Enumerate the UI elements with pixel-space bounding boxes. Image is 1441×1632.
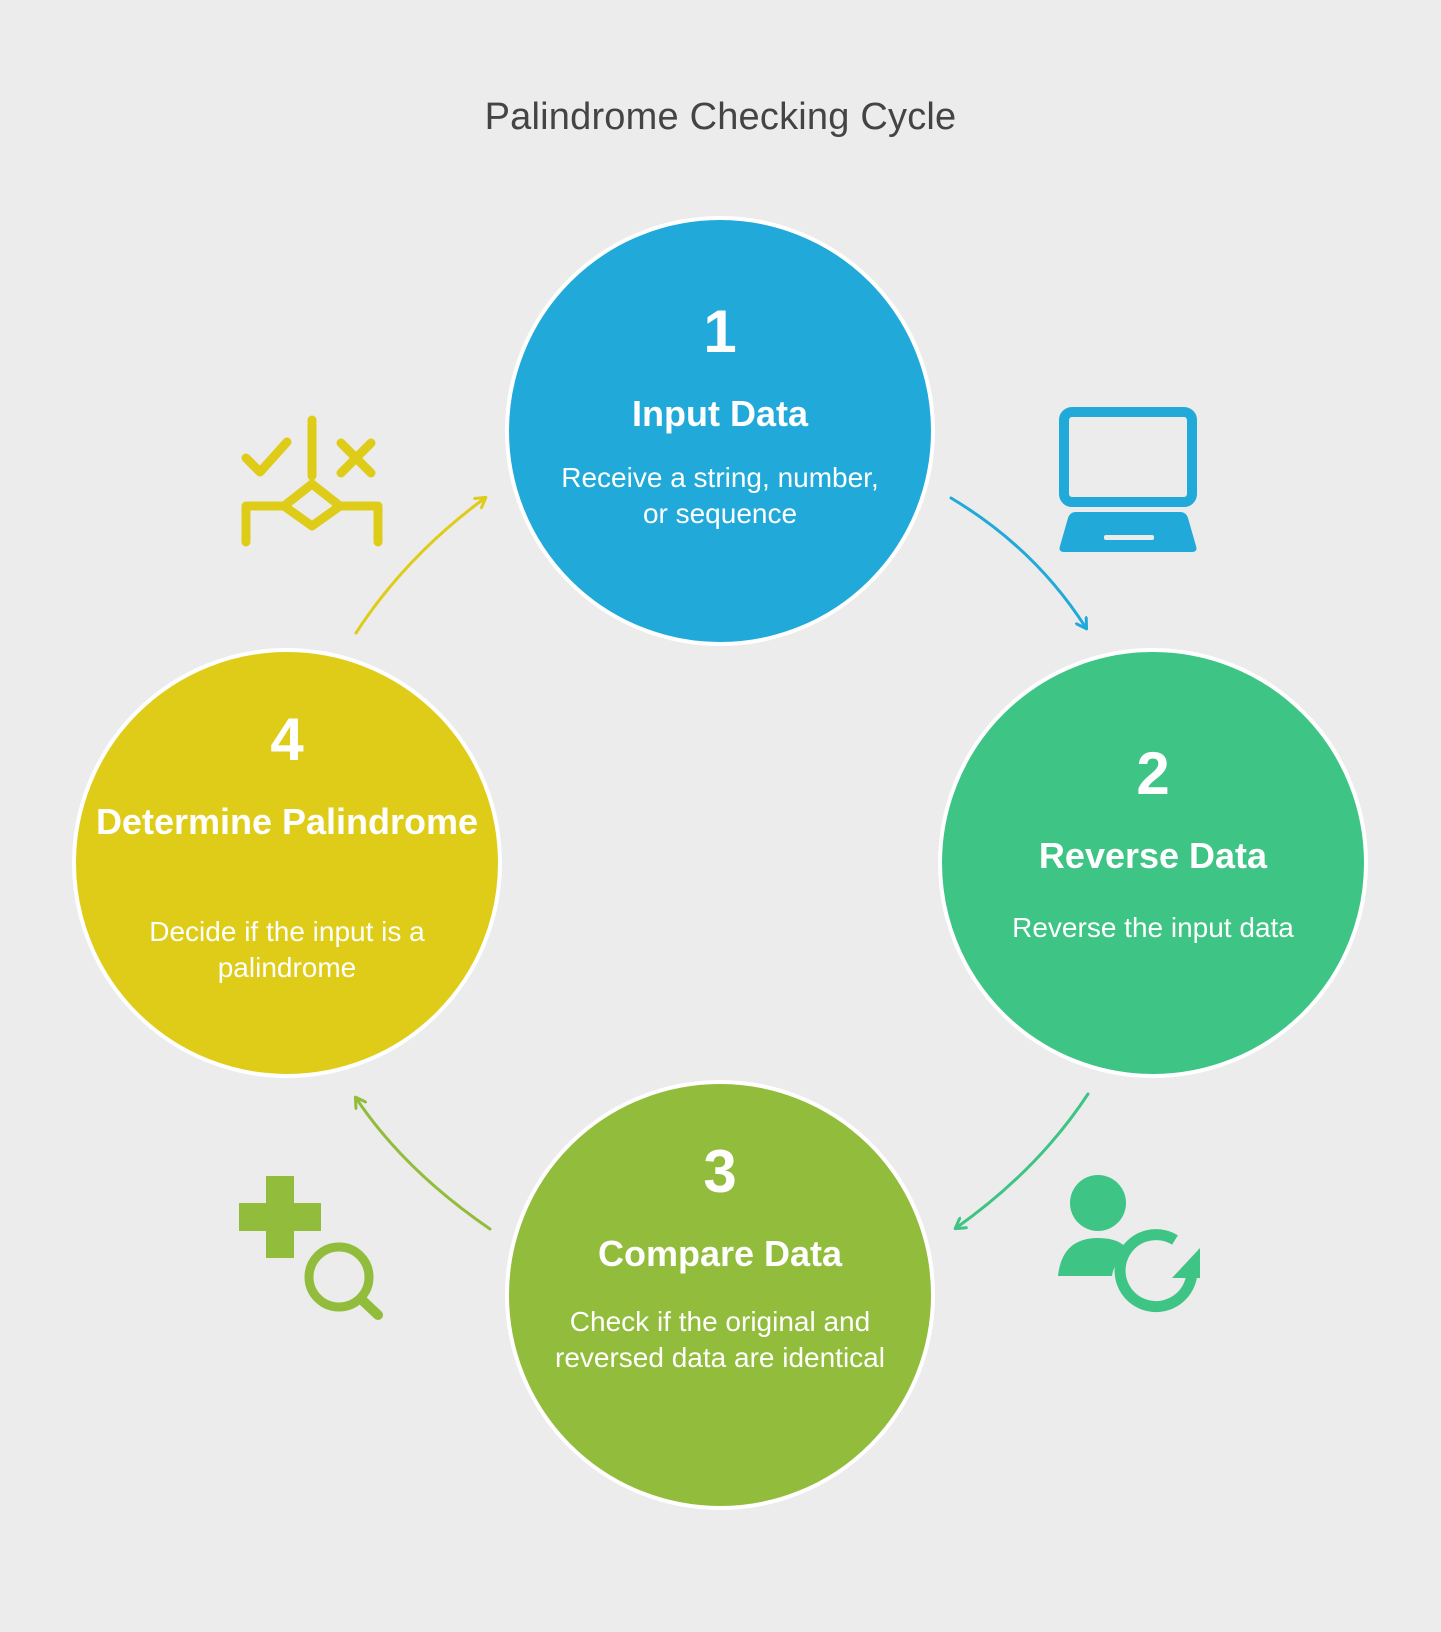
- step-4-heading: Determine Palindrome: [95, 801, 479, 842]
- add-search-icon: [239, 1176, 383, 1320]
- step-2-circle: 2 Reverse Data Reverse the input data: [938, 648, 1368, 1078]
- arrow-3-to-4: [356, 1098, 492, 1231]
- user-refresh-icon: [1058, 1175, 1200, 1313]
- step-1-circle: 1 Input Data Receive a string, number, o…: [505, 216, 935, 646]
- diagram-title: Palindrome Checking Cycle: [484, 96, 957, 138]
- step-3-circle: 3 Compare Data Check if the original and…: [505, 1080, 935, 1510]
- arrow-2-to-3: [956, 1092, 1090, 1228]
- step-1-number: 1: [703, 298, 737, 365]
- step-1-description: Receive a string, number, or sequence: [561, 462, 879, 529]
- step-2-description: Reverse the input data: [1012, 912, 1294, 943]
- arrow-4-to-1: [354, 498, 485, 635]
- step-3-description: Check if the original and reversed data …: [555, 1306, 885, 1373]
- step-2-heading: Reverse Data: [1038, 835, 1268, 876]
- step-3-number: 3: [703, 1138, 737, 1205]
- step-2-number: 2: [1136, 740, 1170, 807]
- decision-icon: [241, 415, 383, 547]
- laptop-icon: [1059, 407, 1197, 552]
- step-4-description: Decide if the input is a palindrome: [149, 916, 425, 983]
- step-3-heading: Compare Data: [597, 1233, 843, 1274]
- step-4-number: 4: [270, 706, 304, 773]
- step-4-circle: 4 Determine Palindrome Decide if the inp…: [72, 648, 502, 1078]
- step-1-heading: Input Data: [632, 393, 808, 434]
- arrow-1-to-2: [949, 496, 1086, 628]
